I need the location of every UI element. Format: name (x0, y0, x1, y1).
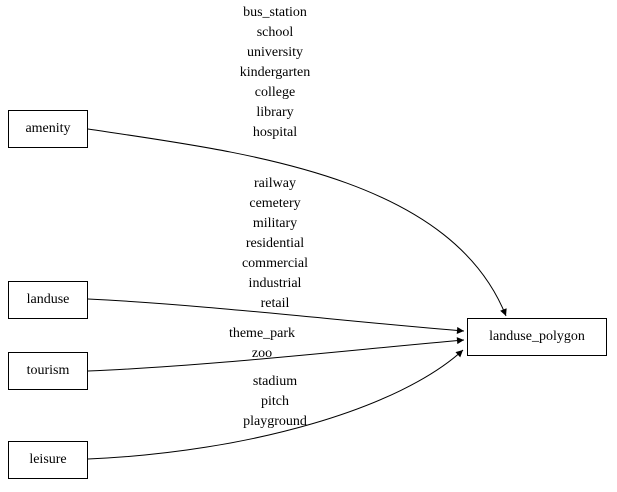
node-landuse_polygon-label: landuse_polygon (489, 329, 585, 344)
node-landuse_polygon: landuse_polygon (467, 318, 607, 356)
node-amenity-label: amenity (25, 121, 71, 136)
edge-label-tourism: theme_park zoo (228, 326, 296, 361)
edge-label-leisure: stadium pitch playground (243, 374, 307, 429)
node-landuse: landuse (8, 281, 88, 319)
edge-landuse-to-landuse_polygon (87, 298, 465, 334)
node-tourism-label: tourism (26, 363, 70, 378)
edge-label-landuse: railway cemetery military residential co… (241, 176, 309, 311)
edge-leisure-to-landuse_polygon (87, 349, 464, 460)
edge-amenity-to-landuse_polygon (87, 128, 507, 317)
node-tourism: tourism (8, 352, 88, 390)
node-amenity: amenity (8, 110, 88, 148)
node-leisure: leisure (8, 441, 88, 479)
node-leisure-label: leisure (29, 452, 67, 467)
edge-label-amenity: bus_station school university kindergart… (239, 5, 311, 140)
edge-tourism-to-landuse_polygon (87, 337, 465, 372)
node-landuse-label: landuse (26, 292, 70, 307)
